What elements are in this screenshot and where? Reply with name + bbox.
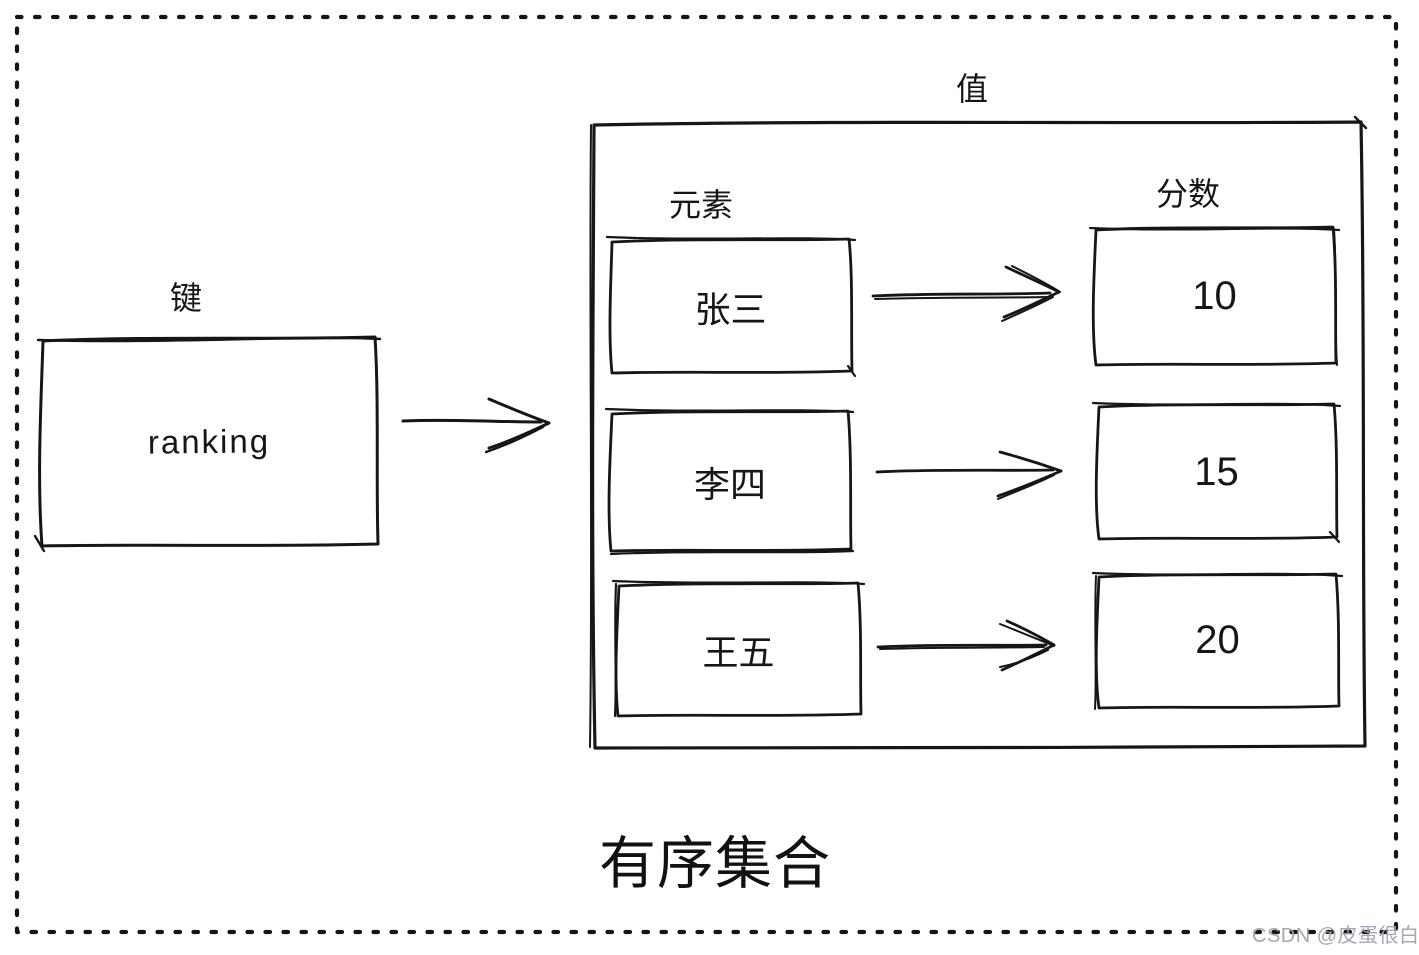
member-arrow [871, 265, 1061, 322]
score-column-label: 分数 [1155, 176, 1220, 212]
element-box: 王五 [702, 632, 775, 673]
watermark: CSDN @皮蛋很白 [1252, 925, 1419, 947]
element-box-outline [611, 579, 866, 718]
score-box: 15 [1194, 449, 1239, 494]
element-box: 张三 [694, 288, 767, 330]
key-box-outline [33, 335, 382, 553]
dotted-border [14, 14, 1399, 935]
member-arrow [876, 619, 1056, 672]
member-arrow [875, 450, 1063, 500]
value-container-outline [589, 115, 1368, 750]
flow-arrow [401, 397, 551, 454]
score-box-outline [1091, 571, 1344, 710]
element-box: 李四 [693, 463, 766, 505]
diagram-title: 有序集合 [599, 832, 831, 896]
element-column-label: 元素 [668, 187, 733, 223]
score-box-outline [1088, 225, 1341, 367]
key-label: 键 [169, 280, 202, 316]
element-box-outline [605, 235, 857, 378]
element-box-outline [604, 407, 855, 556]
value-label: 值 [955, 71, 988, 107]
key-name: ranking [147, 422, 271, 461]
score-box-outline [1091, 401, 1342, 544]
score-box: 10 [1192, 273, 1237, 318]
score-box: 20 [1195, 617, 1240, 662]
